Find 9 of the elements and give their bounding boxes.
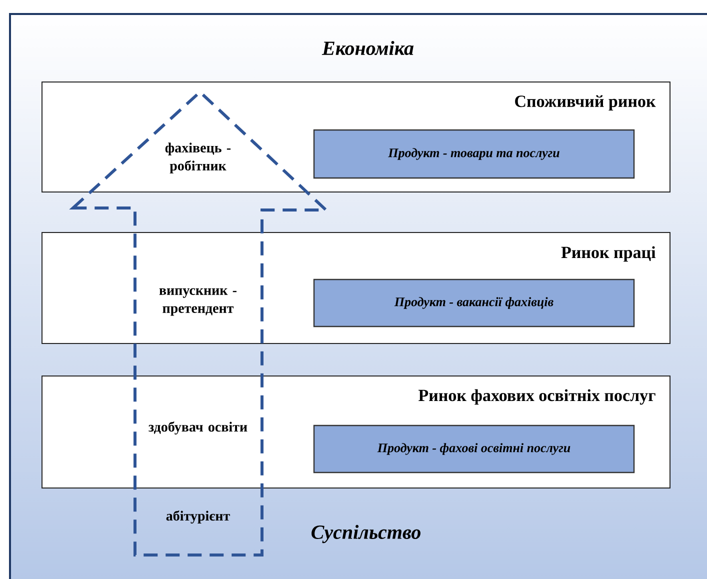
society-label: Суспільство bbox=[312, 524, 420, 544]
product-box: Продукт - товари та послуги bbox=[313, 129, 635, 179]
stage-label: випускник - претендент bbox=[159, 288, 236, 316]
product-box: Продукт - вакансії фахівців bbox=[313, 278, 635, 328]
stage-label: абітурієнт bbox=[166, 510, 230, 524]
stage-label: фахівець - робітник bbox=[165, 142, 231, 174]
stage-label: здобувач освіти bbox=[148, 421, 248, 435]
title: Економіка bbox=[322, 40, 414, 56]
product-box: Продукт - фахові освітні послуги bbox=[313, 424, 635, 474]
